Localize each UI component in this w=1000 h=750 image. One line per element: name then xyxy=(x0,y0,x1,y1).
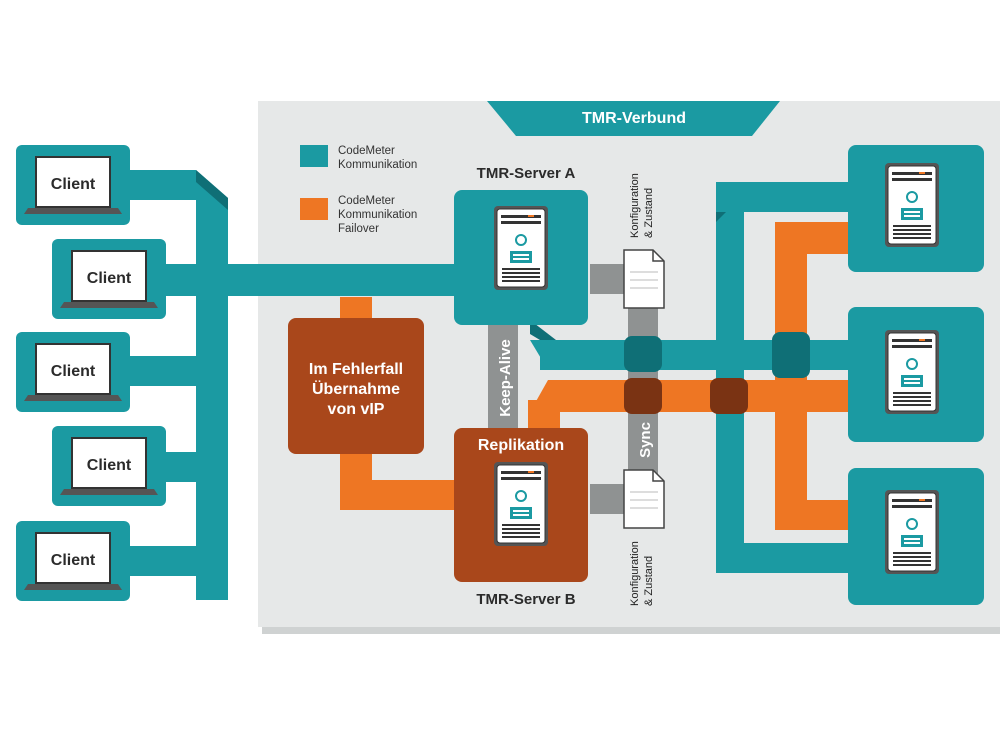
failover-line2: Übernahme xyxy=(312,379,400,398)
server-b: Replikation xyxy=(454,428,588,582)
legend-orange-line1: CodeMeter xyxy=(338,195,395,207)
server-a xyxy=(454,190,588,325)
title-tab xyxy=(487,101,780,136)
failover-box: Im Fehlerfall Übernahme von vIP xyxy=(288,318,424,454)
doc-top-icon xyxy=(623,249,665,309)
diagram-title: TMR-Verbund xyxy=(582,110,686,127)
client-label: Client xyxy=(87,270,132,287)
replikation-label: Replikation xyxy=(478,437,564,454)
failover-line3: von vIP xyxy=(328,401,385,418)
doc-bottom-line2: & Zustand xyxy=(643,556,655,606)
doc-bottom-icon xyxy=(623,469,665,529)
client-label: Client xyxy=(87,457,132,474)
client-label: Client xyxy=(51,552,96,569)
keep-alive-label: Keep-Alive xyxy=(497,339,514,417)
legend-swatch-orange xyxy=(300,198,328,220)
client-4: Client xyxy=(52,426,166,506)
server-trunk xyxy=(716,182,744,570)
client-1: Client xyxy=(16,145,130,225)
client-5: Client xyxy=(16,521,130,601)
server-a-label: TMR-Server A xyxy=(477,165,576,182)
legend-teal-line1: CodeMeter xyxy=(338,145,395,157)
keep-alive-bar xyxy=(488,323,518,433)
legend-orange-line3: Failover xyxy=(338,223,379,235)
server-b-label: TMR-Server B xyxy=(476,591,575,608)
client-label: Client xyxy=(51,363,96,380)
doc-bottom-line1: Konfiguration xyxy=(629,541,641,606)
failover-main-link xyxy=(548,380,855,412)
legend-teal-line2: Kommunikation xyxy=(338,159,417,171)
sync-label: Sync xyxy=(637,422,654,458)
doc-top-line2: & Zustand xyxy=(643,188,655,238)
legend-swatch-teal xyxy=(300,145,328,167)
client-label: Client xyxy=(51,176,96,193)
failover-line1: Im Fehlerfall xyxy=(309,361,403,378)
legend-orange-line2: Kommunikation xyxy=(338,209,417,221)
right-server-1 xyxy=(848,145,984,272)
client-2: Client xyxy=(52,239,166,319)
client-to-server-a-link xyxy=(165,264,460,296)
doc-top-line1: Konfiguration xyxy=(629,173,641,238)
right-server-2 xyxy=(848,307,984,442)
client-3: Client xyxy=(16,332,130,412)
right-server-3 xyxy=(848,468,984,605)
